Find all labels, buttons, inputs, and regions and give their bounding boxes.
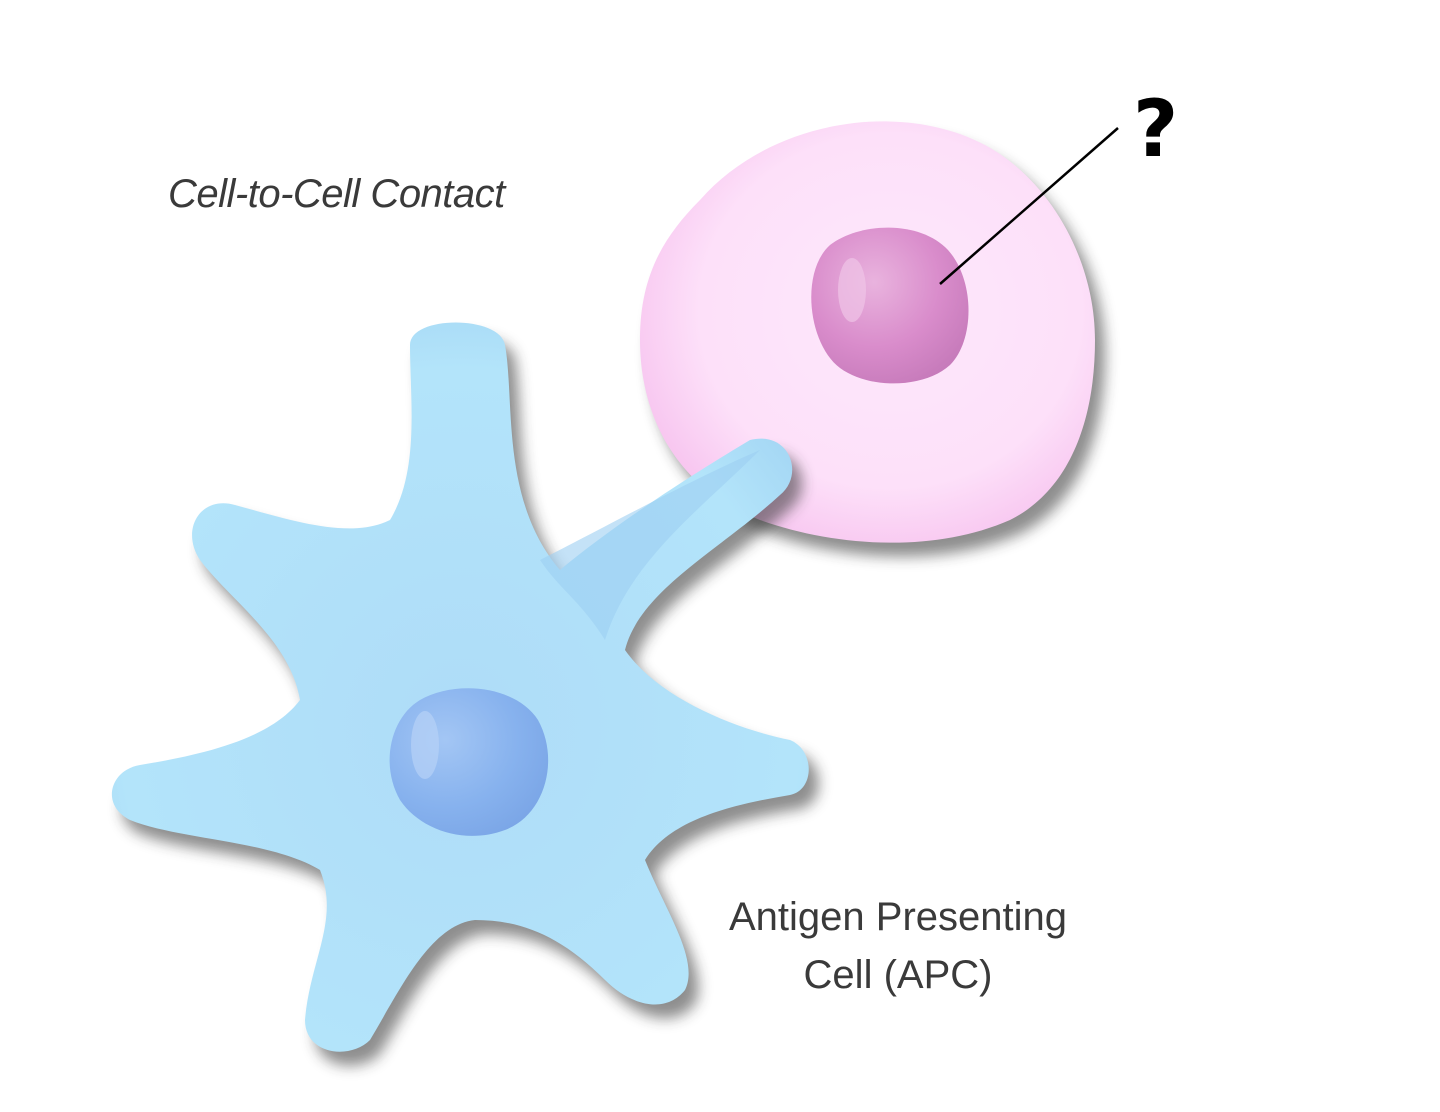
apc-cell-nucleus-highlight xyxy=(411,711,439,779)
pointer-line xyxy=(939,127,1119,285)
t-cell-nucleus xyxy=(811,227,969,384)
apc-label-line2: Cell (APC) xyxy=(804,953,993,997)
contact-label: Cell-to-Cell Contact xyxy=(168,172,507,216)
apc-cell xyxy=(111,322,819,1066)
t-cell-nucleus-highlight xyxy=(838,258,866,322)
apc-cell-inner-shade xyxy=(540,450,760,640)
unknown-label: ? xyxy=(1133,85,1178,175)
apc-cell-body xyxy=(111,322,809,1052)
apc-label-line1: Antigen Presenting xyxy=(729,895,1067,939)
